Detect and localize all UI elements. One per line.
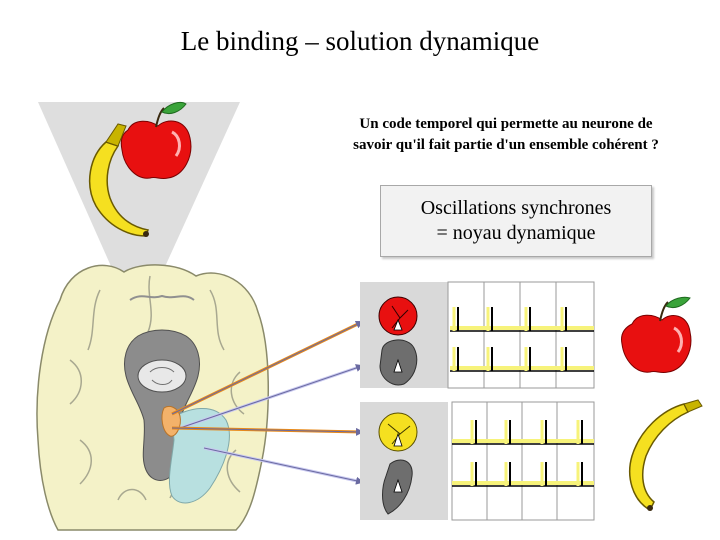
oscillations-box: Oscillations synchrones = noyau dynamiqu… bbox=[380, 185, 652, 257]
spike-grid-top bbox=[448, 282, 594, 388]
spike-train bbox=[450, 347, 594, 371]
spike-train bbox=[452, 420, 594, 444]
spike-grid-bottom bbox=[452, 402, 594, 520]
spike-train bbox=[452, 462, 594, 486]
neuron-icon bbox=[379, 297, 417, 335]
box-line-1: Oscillations synchrones bbox=[421, 196, 612, 221]
apple-icon bbox=[621, 297, 690, 372]
brain-illustration bbox=[37, 265, 268, 530]
box-line-2: = noyau dynamique bbox=[436, 221, 595, 246]
spike-train bbox=[450, 307, 594, 331]
neuron-icon bbox=[379, 413, 417, 451]
banana-icon bbox=[630, 400, 702, 511]
